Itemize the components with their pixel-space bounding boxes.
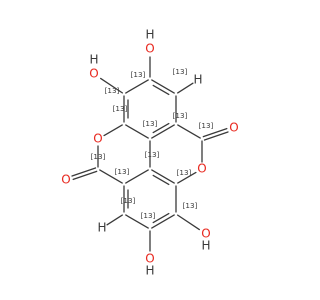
bond [151,214,175,229]
bond [106,214,123,226]
isotope-label: [13] [173,67,188,76]
bond-inner [152,84,170,96]
oxygen-atom: O [61,173,70,187]
bond [100,77,123,94]
bond [202,127,228,138]
isotope-label: [13] [115,167,130,176]
isotope-label: [13] [121,196,136,205]
hydroxyl-hydrogen: H [145,264,154,278]
bond [125,124,149,139]
bond [177,171,197,184]
isotope-label: [13] [91,152,106,161]
bond [177,82,194,94]
bond [151,169,175,184]
bond [72,170,98,181]
bond [125,169,149,184]
bond [203,131,229,141]
bond [99,169,123,184]
bond [71,167,97,177]
bond [177,124,201,139]
oxygen-atom: O [93,132,102,146]
isotope-label: [13] [113,104,128,113]
bond-inner [152,174,170,186]
bond [103,124,123,137]
isotope-label: [13] [105,86,120,95]
oxygen-atom: O [145,42,154,56]
isotope-label: [13] [145,150,160,159]
isotope-label: [13] [183,201,198,210]
oxygen-atom: O [89,67,98,81]
molecule-structure: [13] [13] [13] [13] [13] [13] [13] [13] [13] [13]… [61,28,238,278]
hydroxyl-hydrogen: H [89,53,98,67]
isotope-label: [13] [141,211,156,220]
bond [125,79,149,94]
oxygen-atom: O [229,121,238,135]
bond [151,124,175,139]
bond-layer [71,56,229,252]
isotope-label: [13] [199,121,214,130]
hydrogen-atom: H [193,73,202,87]
hydrogen-atom: H [97,221,106,235]
bond [151,79,175,94]
oxygen-atom: O [201,227,210,241]
bond-inner [152,212,170,224]
oxygen-atom: O [197,162,206,176]
oxygen-atom: O [145,252,154,266]
bond [125,214,149,229]
hydroxyl-hydrogen: H [145,28,154,42]
bond-inner [152,122,170,134]
isotope-label: [13] [143,119,158,128]
bond [177,214,200,231]
isotope-label: [13] [131,70,146,79]
isotope-label: [13] [177,168,192,177]
isotope-label: [13] [173,111,188,120]
hydroxyl-hydrogen: H [201,239,210,253]
atom-layer: [13] [13] [13] [13] [13] [13] [13] [13] [13] [13]… [61,28,238,278]
